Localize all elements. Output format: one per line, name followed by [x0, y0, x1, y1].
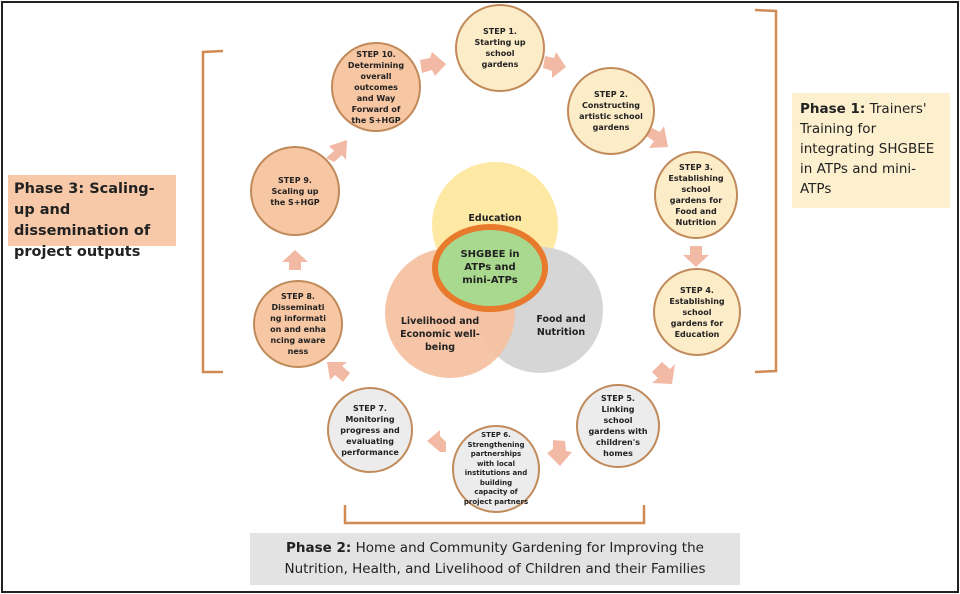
venn-food-label: Food and Nutrition: [536, 314, 586, 338]
step-text: Establishing school gardens for Food and…: [668, 174, 724, 227]
step-9: STEP 9.Scaling up the S+HGP: [250, 146, 340, 236]
phase1-label: Phase 1:: [800, 101, 866, 117]
arrow-step7-to-step8: [327, 362, 350, 382]
phase1-box: Phase 1: Trainers' Training for integrat…: [792, 93, 950, 208]
phase3-text: Scaling-up and dissemination of project …: [14, 181, 155, 260]
step-1: STEP 1. Starting up school gardens: [455, 4, 545, 92]
arrow-step5-to-step6: [547, 440, 572, 466]
step-text: Scaling up the S+HGP: [270, 186, 320, 207]
step-2: STEP 2. Constructing artistic school gard…: [567, 67, 655, 155]
step-number: STEP 6.: [481, 431, 511, 439]
step-text: Starting up school gardens: [474, 38, 526, 69]
step-text: Strengthening partnerships with local in…: [463, 440, 529, 506]
step-number: STEP 4.: [680, 285, 714, 295]
step-8: STEP 8. Disseminating information and enh…: [253, 280, 343, 368]
venn-center-ellipse: [432, 224, 548, 312]
arrow-step1-to-step2: [543, 52, 566, 78]
step-text: Constructing artistic school gardens: [579, 101, 643, 132]
arrow-step6-to-step7: [427, 430, 446, 452]
flow-arrows: [282, 52, 709, 466]
phase1-text: Trainers' Training for integrating SHGBE…: [800, 101, 935, 197]
step-text: Monitoring progress and evaluating perfo…: [340, 414, 400, 457]
phase2-bracket: [343, 505, 646, 525]
phase3-label: Phase 3:: [14, 181, 85, 197]
step-number: STEP 3.: [679, 163, 713, 172]
step-10: STEP 10.Determining overall outcomes and…: [331, 42, 421, 132]
arrow-step3-to-step4: [683, 246, 709, 267]
arrow-step8-to-step9: [282, 250, 308, 270]
step-number: STEP 1.: [483, 27, 517, 36]
step-4: STEP 4.Establishing school gardens for E…: [653, 268, 741, 356]
phase3-box: Phase 3: Scaling-up and dissemination of…: [8, 175, 176, 260]
step-3: STEP 3. Establishing school gardens for F…: [654, 151, 738, 239]
phase2-box: Phase 2: Home and Community Gardening fo…: [250, 533, 740, 585]
phase1-bracket: [754, 8, 778, 374]
step-number: STEP 2.: [594, 90, 628, 99]
step-text: Establishing school gardens for Educatio…: [669, 296, 725, 339]
step-number: STEP 7.: [353, 403, 387, 413]
arrow-step4-to-step5: [652, 362, 675, 384]
step-6: STEP 6.Strengthening partnerships with l…: [452, 425, 540, 513]
step-5: STEP 5. Linking school gardens with child…: [576, 384, 660, 468]
venn-center-label: SHGBEE in ATPs and mini-ATPs: [460, 249, 520, 286]
arrow-step10-to-step1: [420, 52, 446, 76]
phase3-bracket: [201, 49, 224, 374]
step-number: STEP 5.: [601, 394, 635, 403]
step-number: STEP 9.: [278, 175, 312, 185]
phase2-label: Phase 2:: [286, 540, 352, 556]
venn-livelihood-label: Livelihood and Economic well-being: [400, 316, 480, 353]
venn-education-label: Education: [468, 213, 522, 224]
step-7: STEP 7.Monitoring progress and evaluatin…: [327, 387, 413, 473]
step-number: STEP 10.: [356, 49, 396, 59]
phase2-text: Home and Community Gardening for Improvi…: [284, 540, 706, 577]
step-text: Disseminating information and enhancing …: [270, 303, 326, 356]
step-text: Linking school gardens with children's h…: [588, 405, 648, 458]
arrow-step9-to-step10: [326, 140, 347, 162]
arrow-step2-to-step3: [646, 126, 668, 148]
step-number: STEP 8.: [281, 292, 315, 301]
step-text: Determining overall outcomes and Way For…: [347, 60, 405, 125]
